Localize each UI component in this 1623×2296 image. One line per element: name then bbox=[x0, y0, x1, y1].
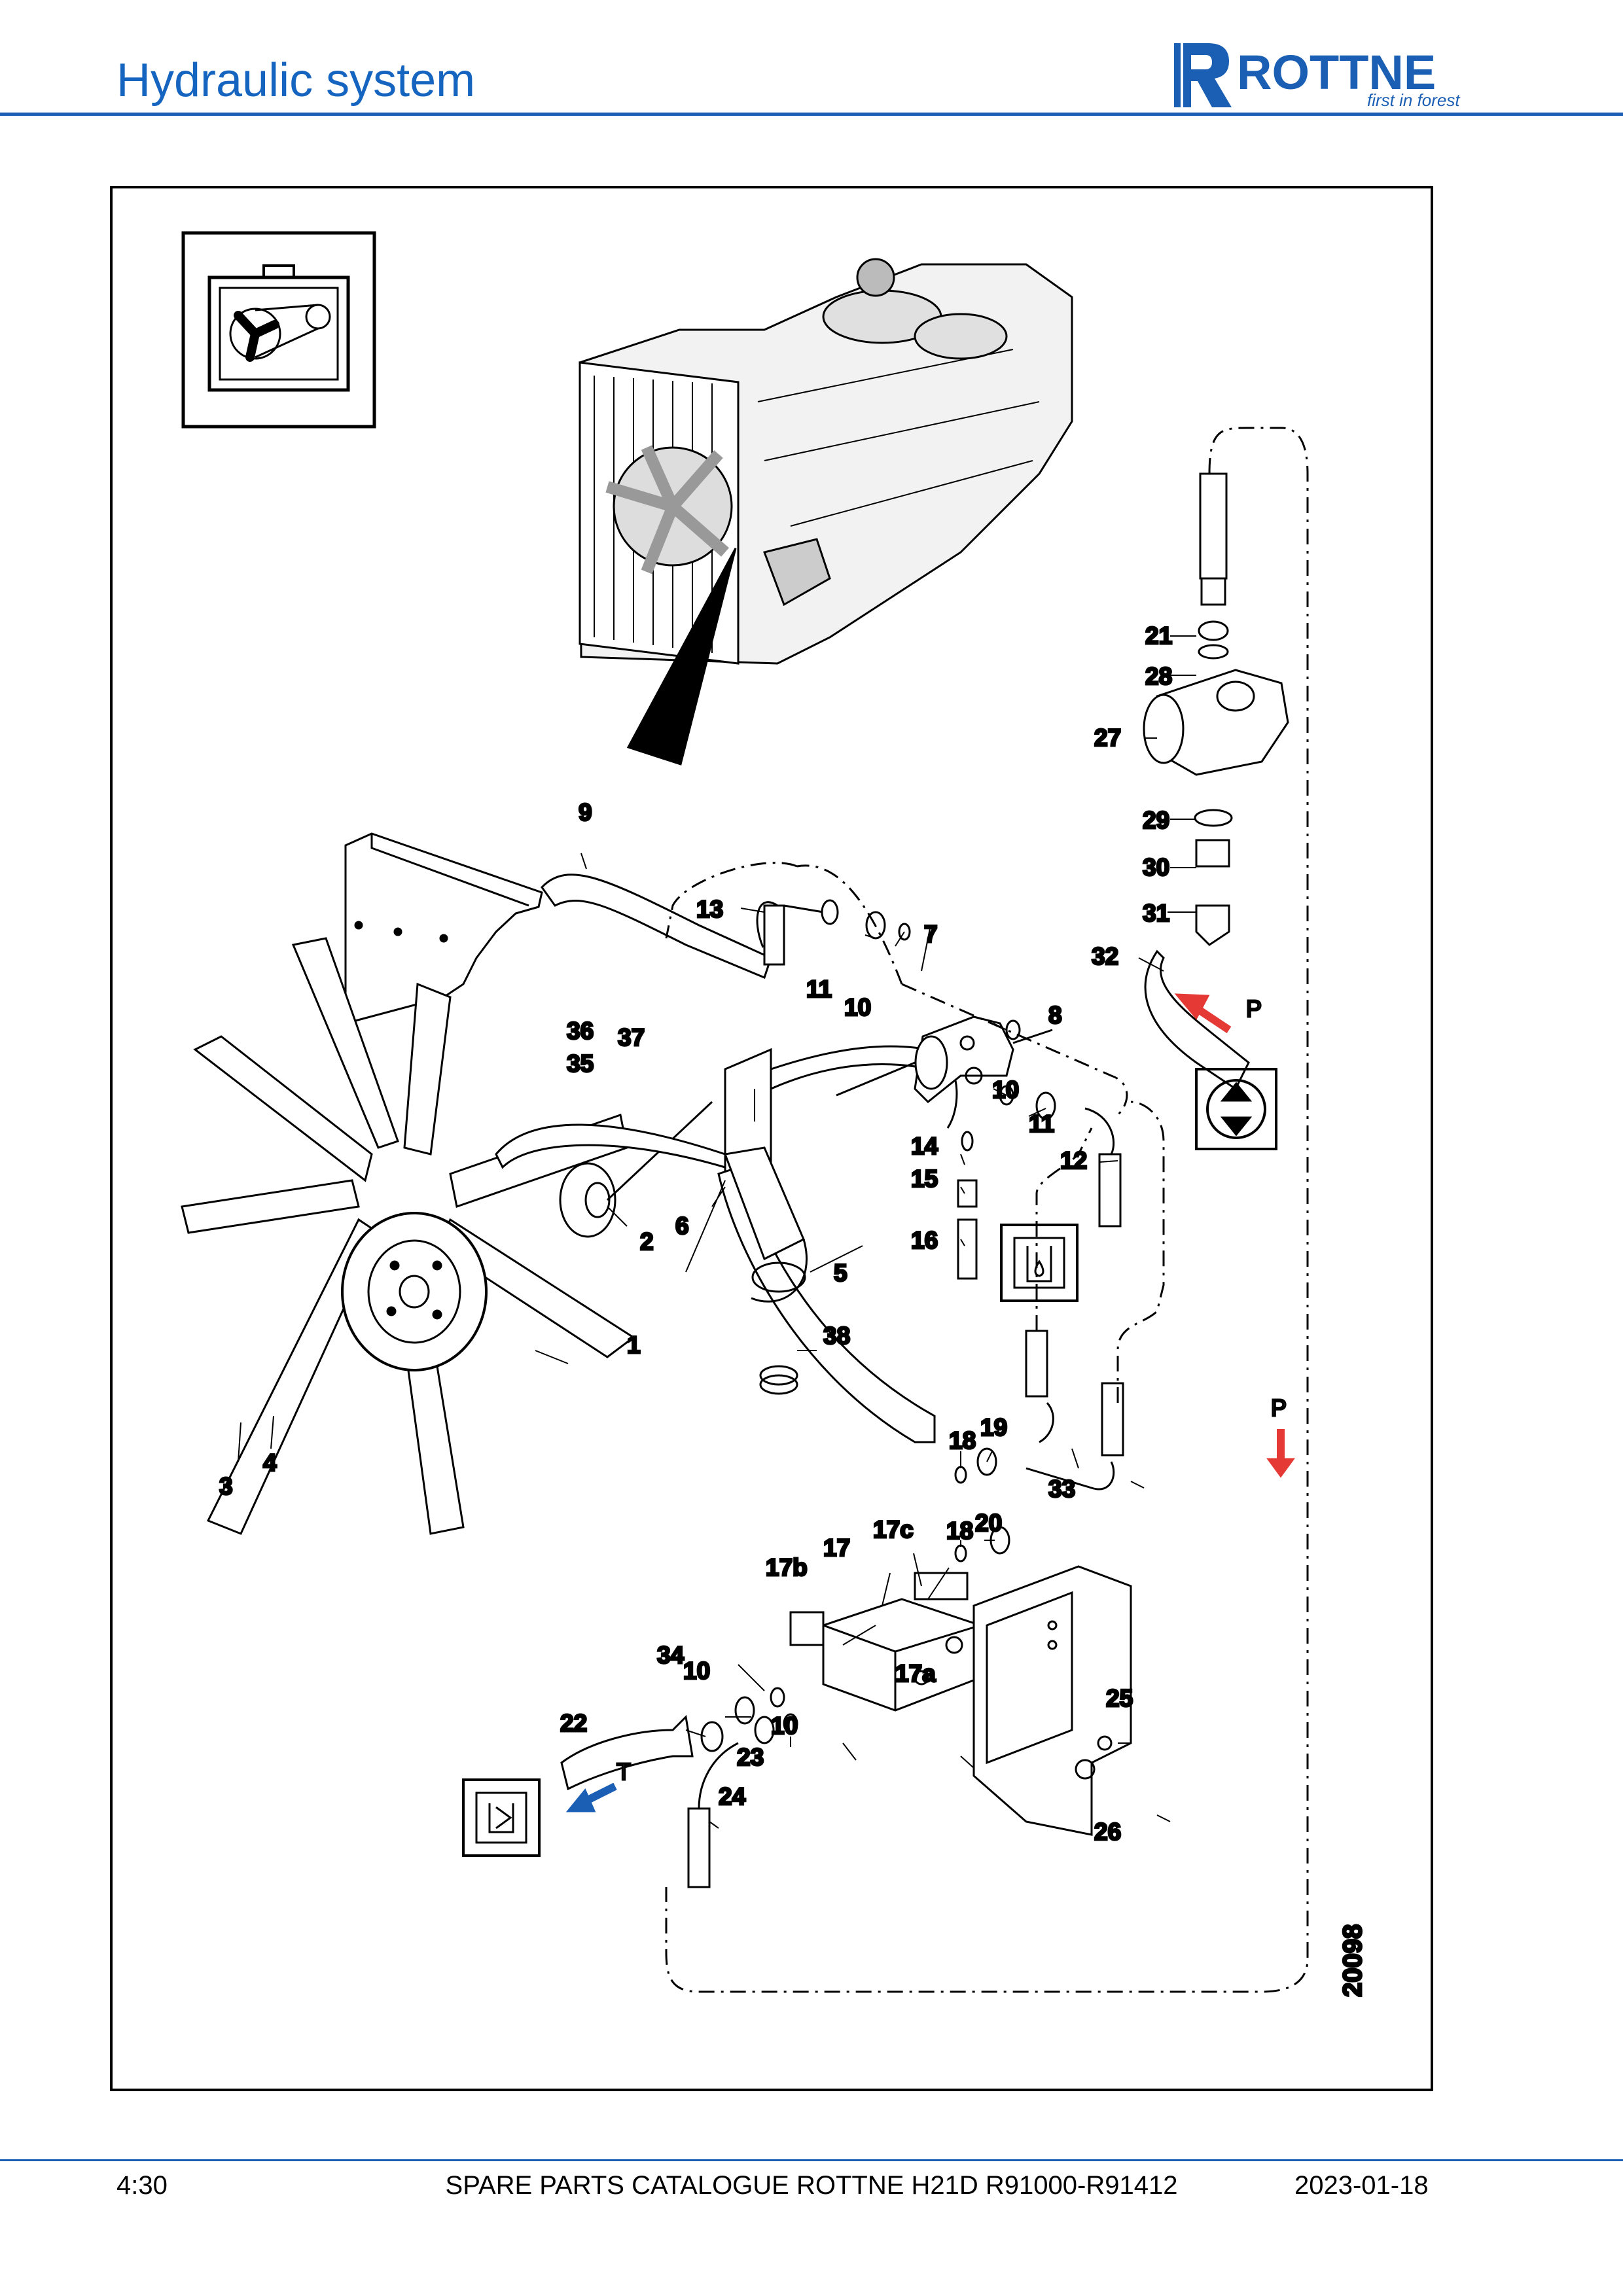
part-label: 36 bbox=[567, 1017, 594, 1044]
logo-wordmark: ROTTNE bbox=[1237, 45, 1436, 99]
page-number: 4:30 bbox=[116, 2171, 168, 2200]
part-label: 15 bbox=[911, 1165, 938, 1192]
part-label: 11 bbox=[806, 976, 832, 1002]
lower-hoses bbox=[560, 1330, 1124, 1888]
part-label: 1 bbox=[627, 1332, 641, 1358]
hydraulic-diagram: 1 2 3 4 5 6 7 8 9 10 10 10 10 11 11 12 1… bbox=[181, 231, 1368, 1998]
part-label: 13 bbox=[696, 896, 723, 923]
part-label: 18 bbox=[949, 1427, 976, 1454]
part-label: 29 bbox=[1143, 807, 1169, 834]
part-label: 6 bbox=[675, 1212, 689, 1239]
part-label: 17c bbox=[873, 1516, 914, 1543]
part-label: 37 bbox=[618, 1024, 645, 1051]
rottne-r-stripe-icon bbox=[1181, 43, 1183, 107]
rottne-r-emblem-icon bbox=[1174, 43, 1232, 107]
page-title: Hydraulic system bbox=[116, 54, 476, 107]
rottne-logo: ROTTNE first in forest bbox=[1174, 43, 1461, 110]
part-label: 2 bbox=[640, 1228, 654, 1255]
part-label: 26 bbox=[1094, 1818, 1121, 1845]
pressure-arrow-lower-head-icon bbox=[1266, 1458, 1295, 1478]
part-labels: 1 2 3 4 5 6 7 8 9 10 10 10 10 11 11 12 1… bbox=[219, 622, 1173, 1846]
part-label: 10 bbox=[683, 1657, 710, 1684]
catalogue-title: SPARE PARTS CATALOGUE ROTTNE H21D R91000… bbox=[445, 2171, 1178, 2200]
part-label: 22 bbox=[560, 1710, 587, 1737]
fan-hub bbox=[559, 1101, 713, 1238]
pressure-arrow-upper-head-icon bbox=[1174, 993, 1210, 1020]
logo-slogan: first in forest bbox=[1367, 90, 1461, 110]
hydraulic-pump bbox=[1143, 472, 1289, 1091]
valve-block bbox=[789, 1572, 982, 1712]
diagram-frame bbox=[110, 186, 1433, 2091]
part-label: 12 bbox=[1060, 1147, 1087, 1174]
part-label: 30 bbox=[1143, 854, 1169, 881]
hose-routing-lines bbox=[665, 427, 1309, 1993]
part-label: 25 bbox=[1106, 1685, 1133, 1712]
part-label: 5 bbox=[834, 1260, 847, 1286]
part-label: 10 bbox=[771, 1712, 798, 1739]
fan-drive-symbol-icon bbox=[181, 231, 376, 429]
engine-illustration bbox=[579, 258, 1073, 766]
catalogue-date: 2023-01-18 bbox=[1294, 2171, 1429, 2200]
header-rule bbox=[0, 113, 1623, 116]
part-label: 31 bbox=[1143, 900, 1169, 927]
part-label: 19 bbox=[980, 1414, 1007, 1441]
part-label: 10 bbox=[992, 1076, 1019, 1103]
part-label: 11 bbox=[1029, 1110, 1054, 1137]
pump-symbol-icon bbox=[1195, 1068, 1277, 1150]
valve-bracket bbox=[972, 1565, 1132, 1836]
part-label: 24 bbox=[719, 1783, 746, 1810]
part-label: 16 bbox=[911, 1227, 938, 1254]
part-label: 17 bbox=[823, 1534, 850, 1561]
part-label: 20 bbox=[975, 1510, 1002, 1536]
part-label: 4 bbox=[263, 1449, 277, 1476]
part-label: 9 bbox=[579, 799, 592, 826]
footer-rule bbox=[0, 2159, 1623, 2161]
fan-blades bbox=[181, 937, 635, 1535]
part-label: 17b bbox=[766, 1554, 808, 1581]
flow-label-pressure-upper: P bbox=[1246, 995, 1262, 1022]
leader-lines bbox=[238, 635, 1196, 1829]
mounting-ring bbox=[759, 1365, 798, 1395]
filter-symbol-icon bbox=[462, 1778, 541, 1857]
part-label: 34 bbox=[657, 1642, 685, 1669]
part-label: 3 bbox=[219, 1473, 233, 1500]
tank-symbol-icon bbox=[1000, 1224, 1079, 1302]
part-label: 28 bbox=[1145, 663, 1172, 690]
part-label: 17a bbox=[895, 1660, 936, 1687]
part-label: 7 bbox=[924, 921, 938, 947]
part-label: 23 bbox=[737, 1744, 764, 1771]
part-label: 27 bbox=[1094, 724, 1121, 751]
part-label: 8 bbox=[1048, 1002, 1062, 1029]
part-label: 33 bbox=[1048, 1475, 1075, 1502]
part-label: 10 bbox=[844, 994, 871, 1021]
drawing-reference-number: 20098 bbox=[1338, 1924, 1367, 1997]
part-label: 18 bbox=[946, 1517, 973, 1544]
return-arrow-head-icon bbox=[565, 1788, 596, 1812]
part-label: 14 bbox=[911, 1133, 938, 1159]
fan-guard-bracket bbox=[344, 832, 543, 1025]
part-label: 35 bbox=[567, 1050, 594, 1077]
part-label: 38 bbox=[823, 1322, 850, 1349]
flow-label-return: T bbox=[616, 1758, 631, 1785]
flow-arrows bbox=[565, 993, 1295, 1812]
part-label: 32 bbox=[1092, 943, 1118, 970]
part-label: 21 bbox=[1145, 622, 1172, 649]
hydraulic-motor bbox=[836, 1016, 1053, 1104]
motor-hose-fittings bbox=[756, 899, 1122, 1280]
flow-label-pressure-lower: P bbox=[1271, 1394, 1287, 1421]
motor-bracket bbox=[495, 874, 958, 1443]
